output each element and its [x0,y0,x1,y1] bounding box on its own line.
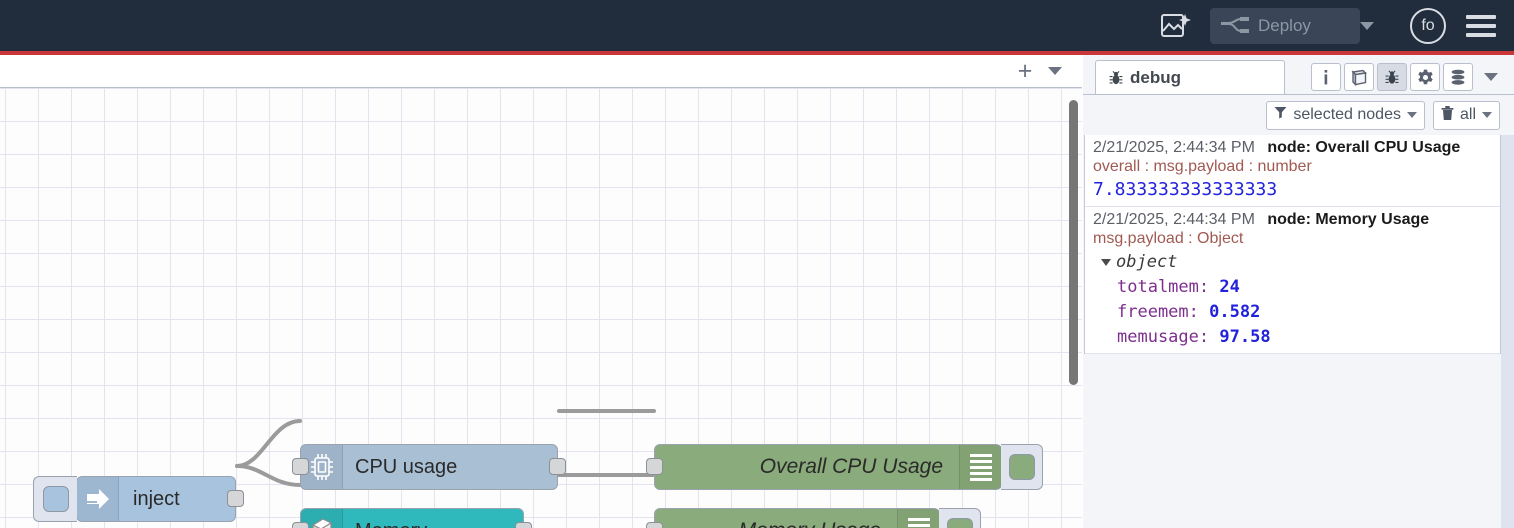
add-flow-button[interactable]: + [1017,56,1033,85]
debug-object-value: 0.582 [1209,302,1261,322]
flow-list-chevron-down-icon[interactable] [1048,67,1062,75]
chevron-down-icon [1406,112,1417,118]
port-input[interactable] [646,522,663,528]
flow-tabbar: + [0,55,1082,88]
debug-object-expander[interactable]: object [1093,252,1500,272]
debug-object-key: totalmem: [1117,277,1210,297]
node-cpu-usage[interactable]: CPU usage [292,444,566,490]
debug-message-topic: msg.payload : Object [1093,230,1244,247]
funnel-icon [1274,106,1287,124]
debug-enable-toggle-inner [1008,454,1035,480]
tab-debug[interactable]: debug [1095,60,1285,94]
node-debug-memory-usage[interactable]: Memory Usage [646,508,981,528]
debug-message-topic: overall : msg.payload : number [1093,158,1312,175]
node-debug-overall-cpu-usage[interactable]: Overall CPU Usage [646,444,1043,490]
ai-assistant-icon[interactable] [1156,9,1196,43]
triangle-down-icon [1101,258,1111,266]
sidebar-tool-buttons [1311,63,1514,94]
trash-icon [1441,105,1454,125]
node-memory[interactable]: Memory [292,508,532,528]
debug-message-node: node: Overall CPU Usage [1267,139,1461,156]
debug-object-property: memusage: 97.58 [1093,327,1500,347]
filter-selected-nodes-label: selected nodes [1293,106,1401,123]
sidebar-tool-debug[interactable] [1377,63,1407,91]
sidebar-panel: debug [1083,55,1514,528]
node-debug-overall-cpu-usage-label: Overall CPU Usage [759,455,943,478]
flow-canvas[interactable]: inject CPU usage [0,88,1082,528]
inject-trigger-inner [42,486,69,512]
tab-debug-label: debug [1130,67,1181,87]
hamburger-menu-icon[interactable] [1466,14,1496,37]
node-inject[interactable]: inject [33,476,244,522]
debug-object-key: memusage: [1117,327,1210,347]
debug-message[interactable]: 2/21/2025, 2:44:34 PM node: Overall CPU … [1085,135,1500,207]
sidebar-tool-config[interactable] [1410,63,1440,91]
deploy-dropdown-caret[interactable] [1360,21,1374,30]
deploy-node-icon [1220,15,1250,37]
bug-icon [1108,70,1124,86]
debug-enable-toggle[interactable] [1001,444,1043,490]
app-header: Deploy fo [0,0,1514,51]
debug-message-timestamp: 2/21/2025, 2:44:34 PM [1093,211,1255,228]
filter-selected-nodes-button[interactable]: selected nodes [1266,100,1425,130]
debug-enable-toggle[interactable] [939,508,981,528]
clear-messages-label: all [1459,106,1476,123]
debug-message-node: node: Memory Usage [1267,211,1430,228]
debug-message-header: 2/21/2025, 2:44:34 PM node: Overall CPU … [1093,139,1500,157]
debug-message[interactable]: 2/21/2025, 2:44:34 PM node: Memory Usage… [1085,207,1500,354]
sidebar-tool-info[interactable] [1311,63,1341,91]
debug-object-value: 24 [1219,277,1240,297]
debug-object-property: freemem: 0.582 [1093,302,1500,322]
debug-list-scrollbar[interactable] [1501,135,1514,528]
deploy-label: Deploy [1258,15,1311,35]
sidebar-more-chevron-down-icon[interactable] [1484,73,1498,81]
arrow-right-icon [77,477,119,521]
node-cpu-usage-label: CPU usage [355,455,458,478]
flow-workspace: + [0,55,1082,528]
user-avatar[interactable]: fo [1410,7,1446,44]
debug-object-property: totalmem: 24 [1093,277,1500,297]
canvas-vertical-scrollbar[interactable] [1069,100,1078,385]
port-output[interactable] [549,458,566,475]
debug-message-header: 2/21/2025, 2:44:34 PM node: Memory Usage [1093,211,1500,229]
debug-message-timestamp: 2/21/2025, 2:44:34 PM [1093,139,1255,156]
debug-object-key: freemem: [1117,302,1199,322]
node-memory-label: Memory [343,520,523,528]
debug-object-label: object [1116,252,1178,272]
sidebar-tool-context[interactable] [1443,63,1473,91]
debug-filter-row: selected nodes all [1083,95,1514,135]
debug-message-value: 7.833333333333333 [1093,179,1278,200]
server-tower-icon [301,509,343,528]
sidebar-tabrow: debug [1083,55,1514,95]
header-accent-line [0,51,1514,55]
port-input[interactable] [646,458,663,475]
port-input[interactable] [292,458,309,475]
port-output[interactable] [227,490,244,507]
clear-messages-button[interactable]: all [1432,100,1500,130]
chevron-down-icon [1482,112,1492,118]
deploy-button[interactable]: Deploy [1210,7,1360,44]
node-inject-label: inject [133,487,180,510]
node-debug-memory-usage-label: Memory Usage [655,519,897,528]
port-output[interactable] [515,522,532,528]
inject-trigger-button[interactable] [33,476,77,522]
debug-enable-toggle-inner [946,518,973,528]
debug-lines-icon [897,509,939,528]
debug-message-list: 2/21/2025, 2:44:34 PM node: Overall CPU … [1084,135,1501,354]
port-input[interactable] [292,522,309,528]
sidebar-tool-help[interactable] [1344,63,1374,91]
debug-object-value: 97.58 [1219,327,1271,347]
debug-lines-icon [959,445,1001,489]
